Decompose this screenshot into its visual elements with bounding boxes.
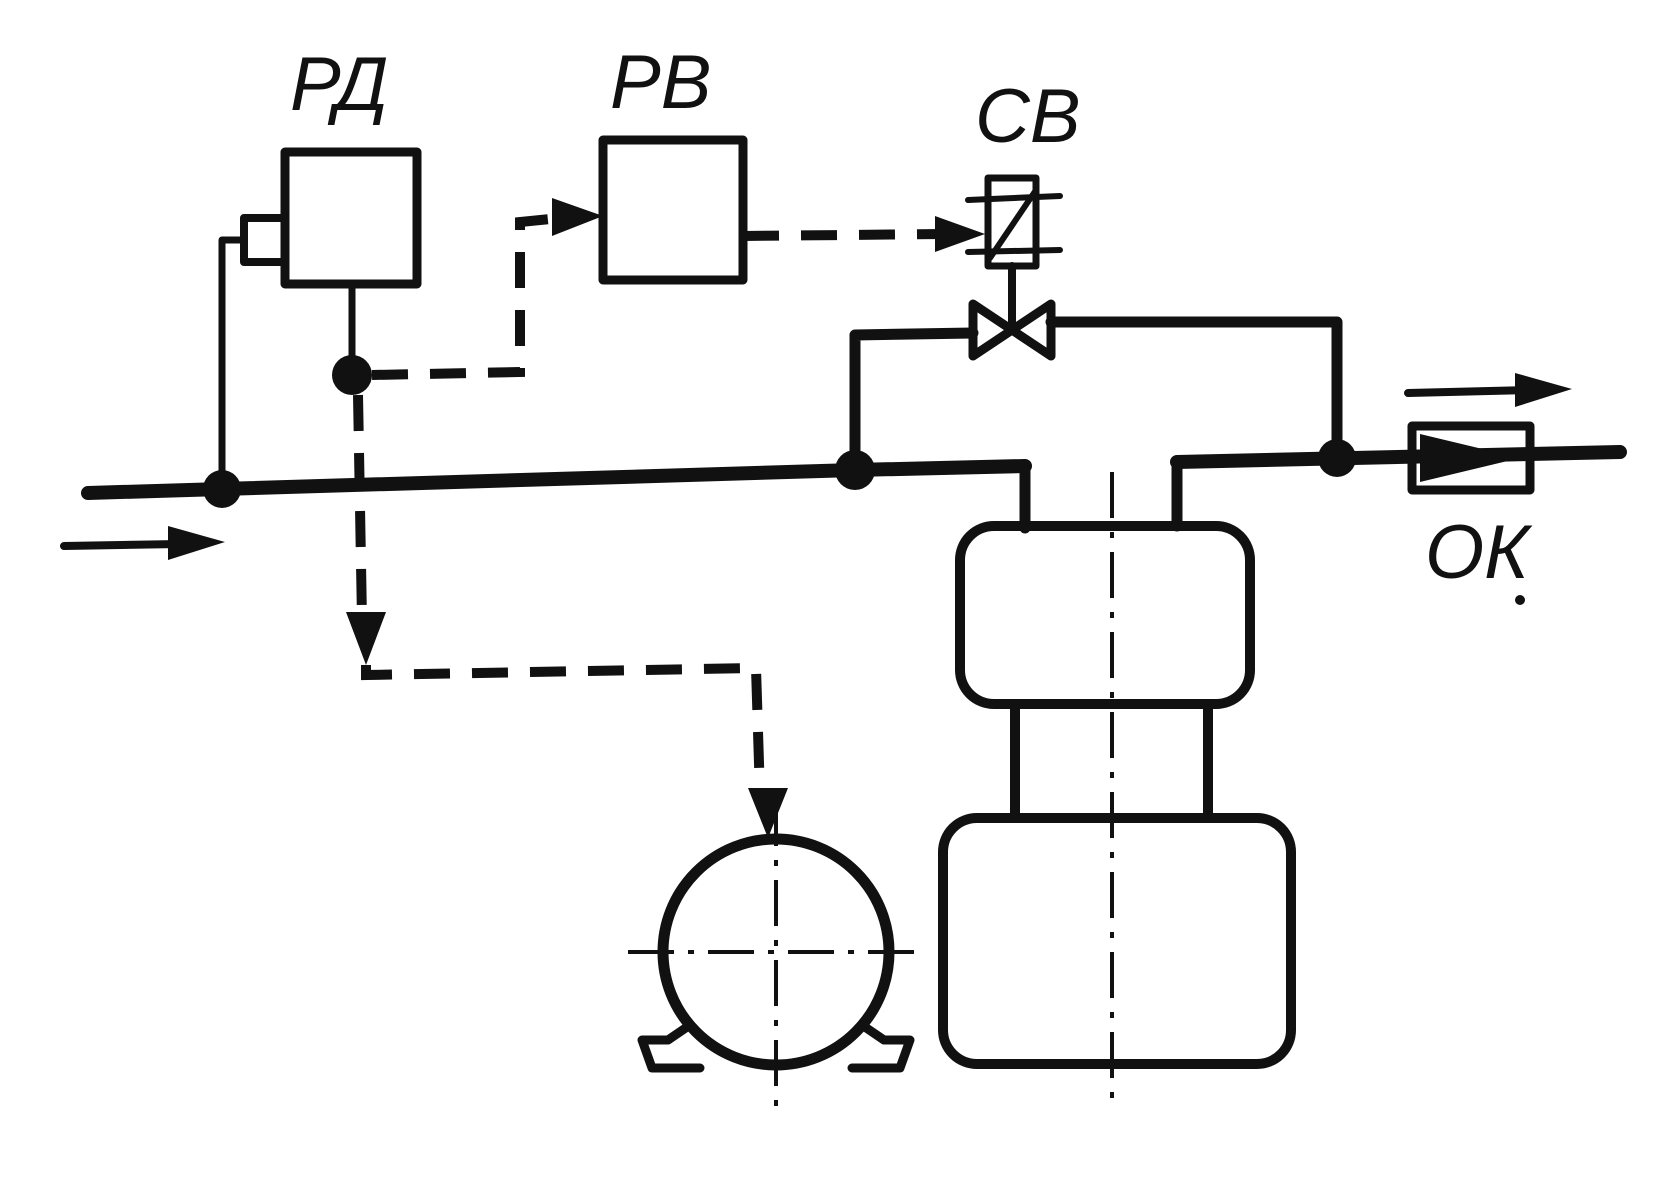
pressure-relay-box [240,147,422,289]
pipeline-junction-node-outlet [1318,439,1356,477]
pipeline-junction-node-bypass [835,450,875,490]
bypass-line [849,316,1343,476]
inlet-flow-arrow [60,526,225,560]
pipeline-junction-node-inlet [203,470,241,508]
solenoid-coil [965,174,1063,270]
pressure-relay-label: РД [290,42,388,127]
check-valve-label: ОК [1425,510,1533,595]
check-valve [1407,421,1535,495]
signal-junction-node [332,355,372,395]
compressor-body [938,813,1296,1069]
label-dot-mark [1515,595,1525,605]
compressor-pipe-connections [1019,456,1183,534]
compressor-frame [1010,699,1213,823]
solenoid-valve-label: СВ [975,74,1081,159]
signal-line-to-time-relay [371,198,603,380]
pressure-sensing-line [218,236,248,490]
compressor-head [955,521,1255,709]
time-relay-box [598,135,748,285]
outlet-flow-arrow [1404,373,1572,407]
time-relay-label: РВ [610,40,711,125]
signal-line-to-motor [346,394,788,838]
signal-line-to-solenoid [742,216,985,252]
